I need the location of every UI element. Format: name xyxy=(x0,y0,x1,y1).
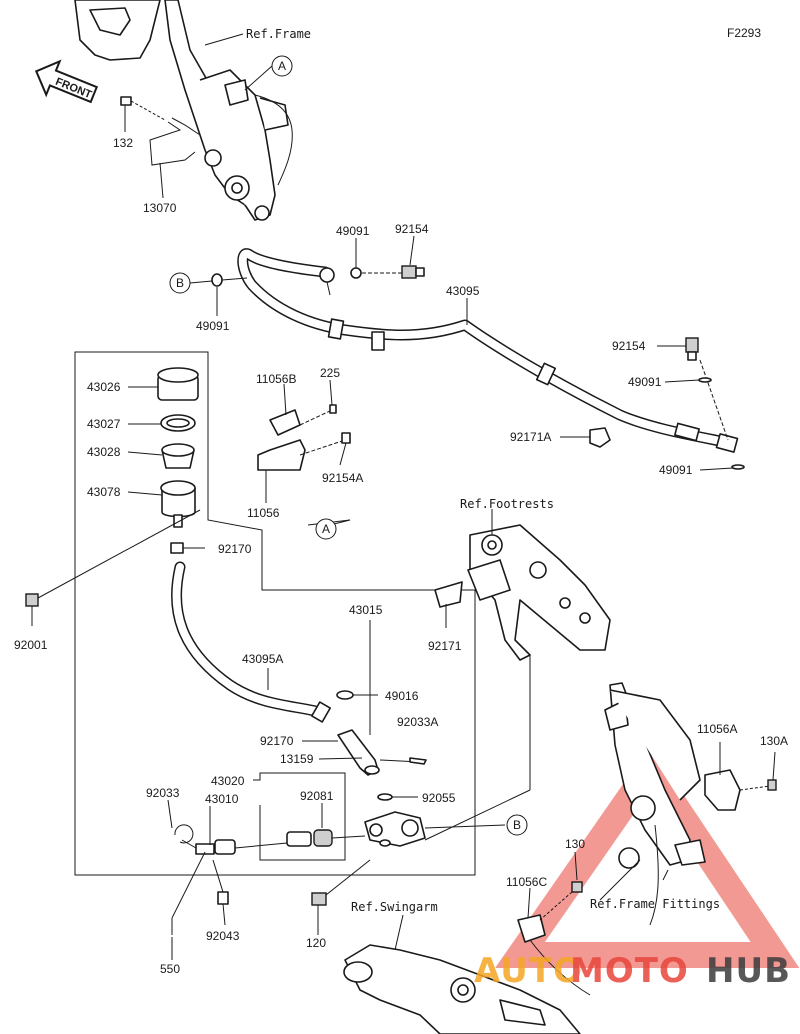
part-label-92170-top: 92170 xyxy=(218,542,252,556)
piston-assembly-43020 xyxy=(253,772,366,861)
fitting-13159 xyxy=(337,729,421,776)
part-label-11056C: 11056C xyxy=(506,875,547,889)
callout-B-right: B xyxy=(506,814,528,836)
reservoir-hose-43095A xyxy=(171,561,331,723)
washer-49091-left xyxy=(211,273,248,287)
svg-text:A: A xyxy=(322,522,330,536)
part-label-225: 225 xyxy=(320,366,340,380)
reservoir-43078 xyxy=(160,480,196,528)
part-label-43015: 43015 xyxy=(349,603,383,617)
part-label-120: 120 xyxy=(306,936,326,950)
svg-text:AUTO: AUTO xyxy=(474,951,583,991)
bracket-11056A xyxy=(704,769,777,811)
part-label-92043: 92043 xyxy=(206,929,240,943)
part-label-49091-right-bottom: 49091 xyxy=(659,463,693,477)
master-cylinder-43015 xyxy=(364,811,506,847)
part-label-92033A: 92033A xyxy=(397,715,438,729)
svg-text:HUB: HUB xyxy=(706,951,791,991)
part-label-92154A: 92154A xyxy=(322,471,363,485)
svg-text:B: B xyxy=(513,818,521,832)
svg-text:B: B xyxy=(176,276,184,290)
clamp-92171A xyxy=(589,427,611,448)
part-label-550: 550 xyxy=(160,962,180,976)
front-arrow-icon: FRONT xyxy=(34,59,99,104)
part-label-43095: 43095 xyxy=(446,284,480,298)
part-label-49016: 49016 xyxy=(385,689,419,703)
part-label-92001: 92001 xyxy=(14,638,48,652)
part-label-92170-bottom: 92170 xyxy=(260,734,294,748)
part-label-130: 130 xyxy=(565,837,585,851)
frame-assembly xyxy=(74,0,293,221)
part-label-49091-right-top: 49091 xyxy=(628,375,662,389)
bracket-11056 xyxy=(257,404,351,471)
leader-lines xyxy=(31,33,776,960)
part-label-43078: 43078 xyxy=(87,485,121,499)
part-label-49091-left: 49091 xyxy=(196,319,230,333)
callout-B-left: B xyxy=(169,272,191,294)
push-rod-43010 xyxy=(195,839,288,855)
pin-550 xyxy=(171,851,206,935)
diaphragm-plate-43027 xyxy=(160,414,196,432)
clip-13070 xyxy=(149,117,201,166)
oring-49016 xyxy=(336,690,378,700)
circlip-92033 xyxy=(174,824,197,849)
part-label-92171A: 92171A xyxy=(510,430,551,444)
part-label-132: 132 xyxy=(113,136,133,150)
part-label-92081: 92081 xyxy=(300,789,334,803)
part-label-92055: 92055 xyxy=(422,791,456,805)
watermark-text: AUTO MOTO HUB xyxy=(474,951,791,991)
part-label-43028: 43028 xyxy=(87,445,121,459)
banjo-bolt-92154-right xyxy=(685,337,745,470)
part-label-13159: 13159 xyxy=(280,752,314,766)
brake-hose-43095 xyxy=(237,248,739,453)
part-label-130A: 130A xyxy=(760,734,788,748)
bolt-132 xyxy=(120,96,166,121)
part-label-49091-top: 49091 xyxy=(336,224,370,238)
ref-swingarm-label: Ref.Swingarm xyxy=(351,900,438,914)
reservoir-group-outline xyxy=(74,351,476,876)
pin-92043 xyxy=(212,859,229,905)
ref-frame-fittings-label: Ref.Frame Fittings xyxy=(590,897,720,911)
part-label-43020: 43020 xyxy=(211,774,245,788)
watermark-logo xyxy=(495,744,800,968)
part-label-43027: 43027 xyxy=(87,417,121,431)
part-label-92033: 92033 xyxy=(146,786,180,800)
part-label-92154-top: 92154 xyxy=(395,222,429,236)
part-label-11056A: 11056A xyxy=(697,722,737,736)
part-label-13070: 13070 xyxy=(143,201,177,215)
brake-pedal xyxy=(604,682,706,926)
ref-footrests-label: Ref.Footrests xyxy=(460,497,554,511)
swingarm xyxy=(343,944,581,1034)
svg-text:MOTO: MOTO xyxy=(570,951,689,991)
part-label-92171: 92171 xyxy=(428,639,462,653)
figure-code: F2293 xyxy=(727,26,761,40)
bracket-11056C xyxy=(517,881,591,996)
part-label-92154-right: 92154 xyxy=(612,339,646,353)
diaphragm-43028 xyxy=(161,443,195,469)
svg-text:A: A xyxy=(278,59,286,73)
callout-A-top: A xyxy=(271,55,293,77)
callout-A-bottom: A xyxy=(315,518,337,540)
part-label-43010: 43010 xyxy=(205,792,239,806)
footrest-bracket xyxy=(424,524,611,841)
banjo-bolt-92154-top xyxy=(350,265,425,279)
hose-clip-92170-top xyxy=(170,542,205,554)
ref-frame-label: Ref.Frame xyxy=(246,27,311,41)
bolt-92001 xyxy=(25,509,201,607)
part-label-43095A: 43095A xyxy=(242,652,283,666)
part-label-11056B: 11056B xyxy=(256,372,296,386)
part-label-11056: 11056 xyxy=(247,506,280,520)
bolt-120 xyxy=(311,859,371,906)
oring-92055 xyxy=(377,793,418,801)
reservoir-cap-43026 xyxy=(157,367,199,401)
clip-92033A xyxy=(409,757,427,765)
part-label-43026: 43026 xyxy=(87,380,121,394)
